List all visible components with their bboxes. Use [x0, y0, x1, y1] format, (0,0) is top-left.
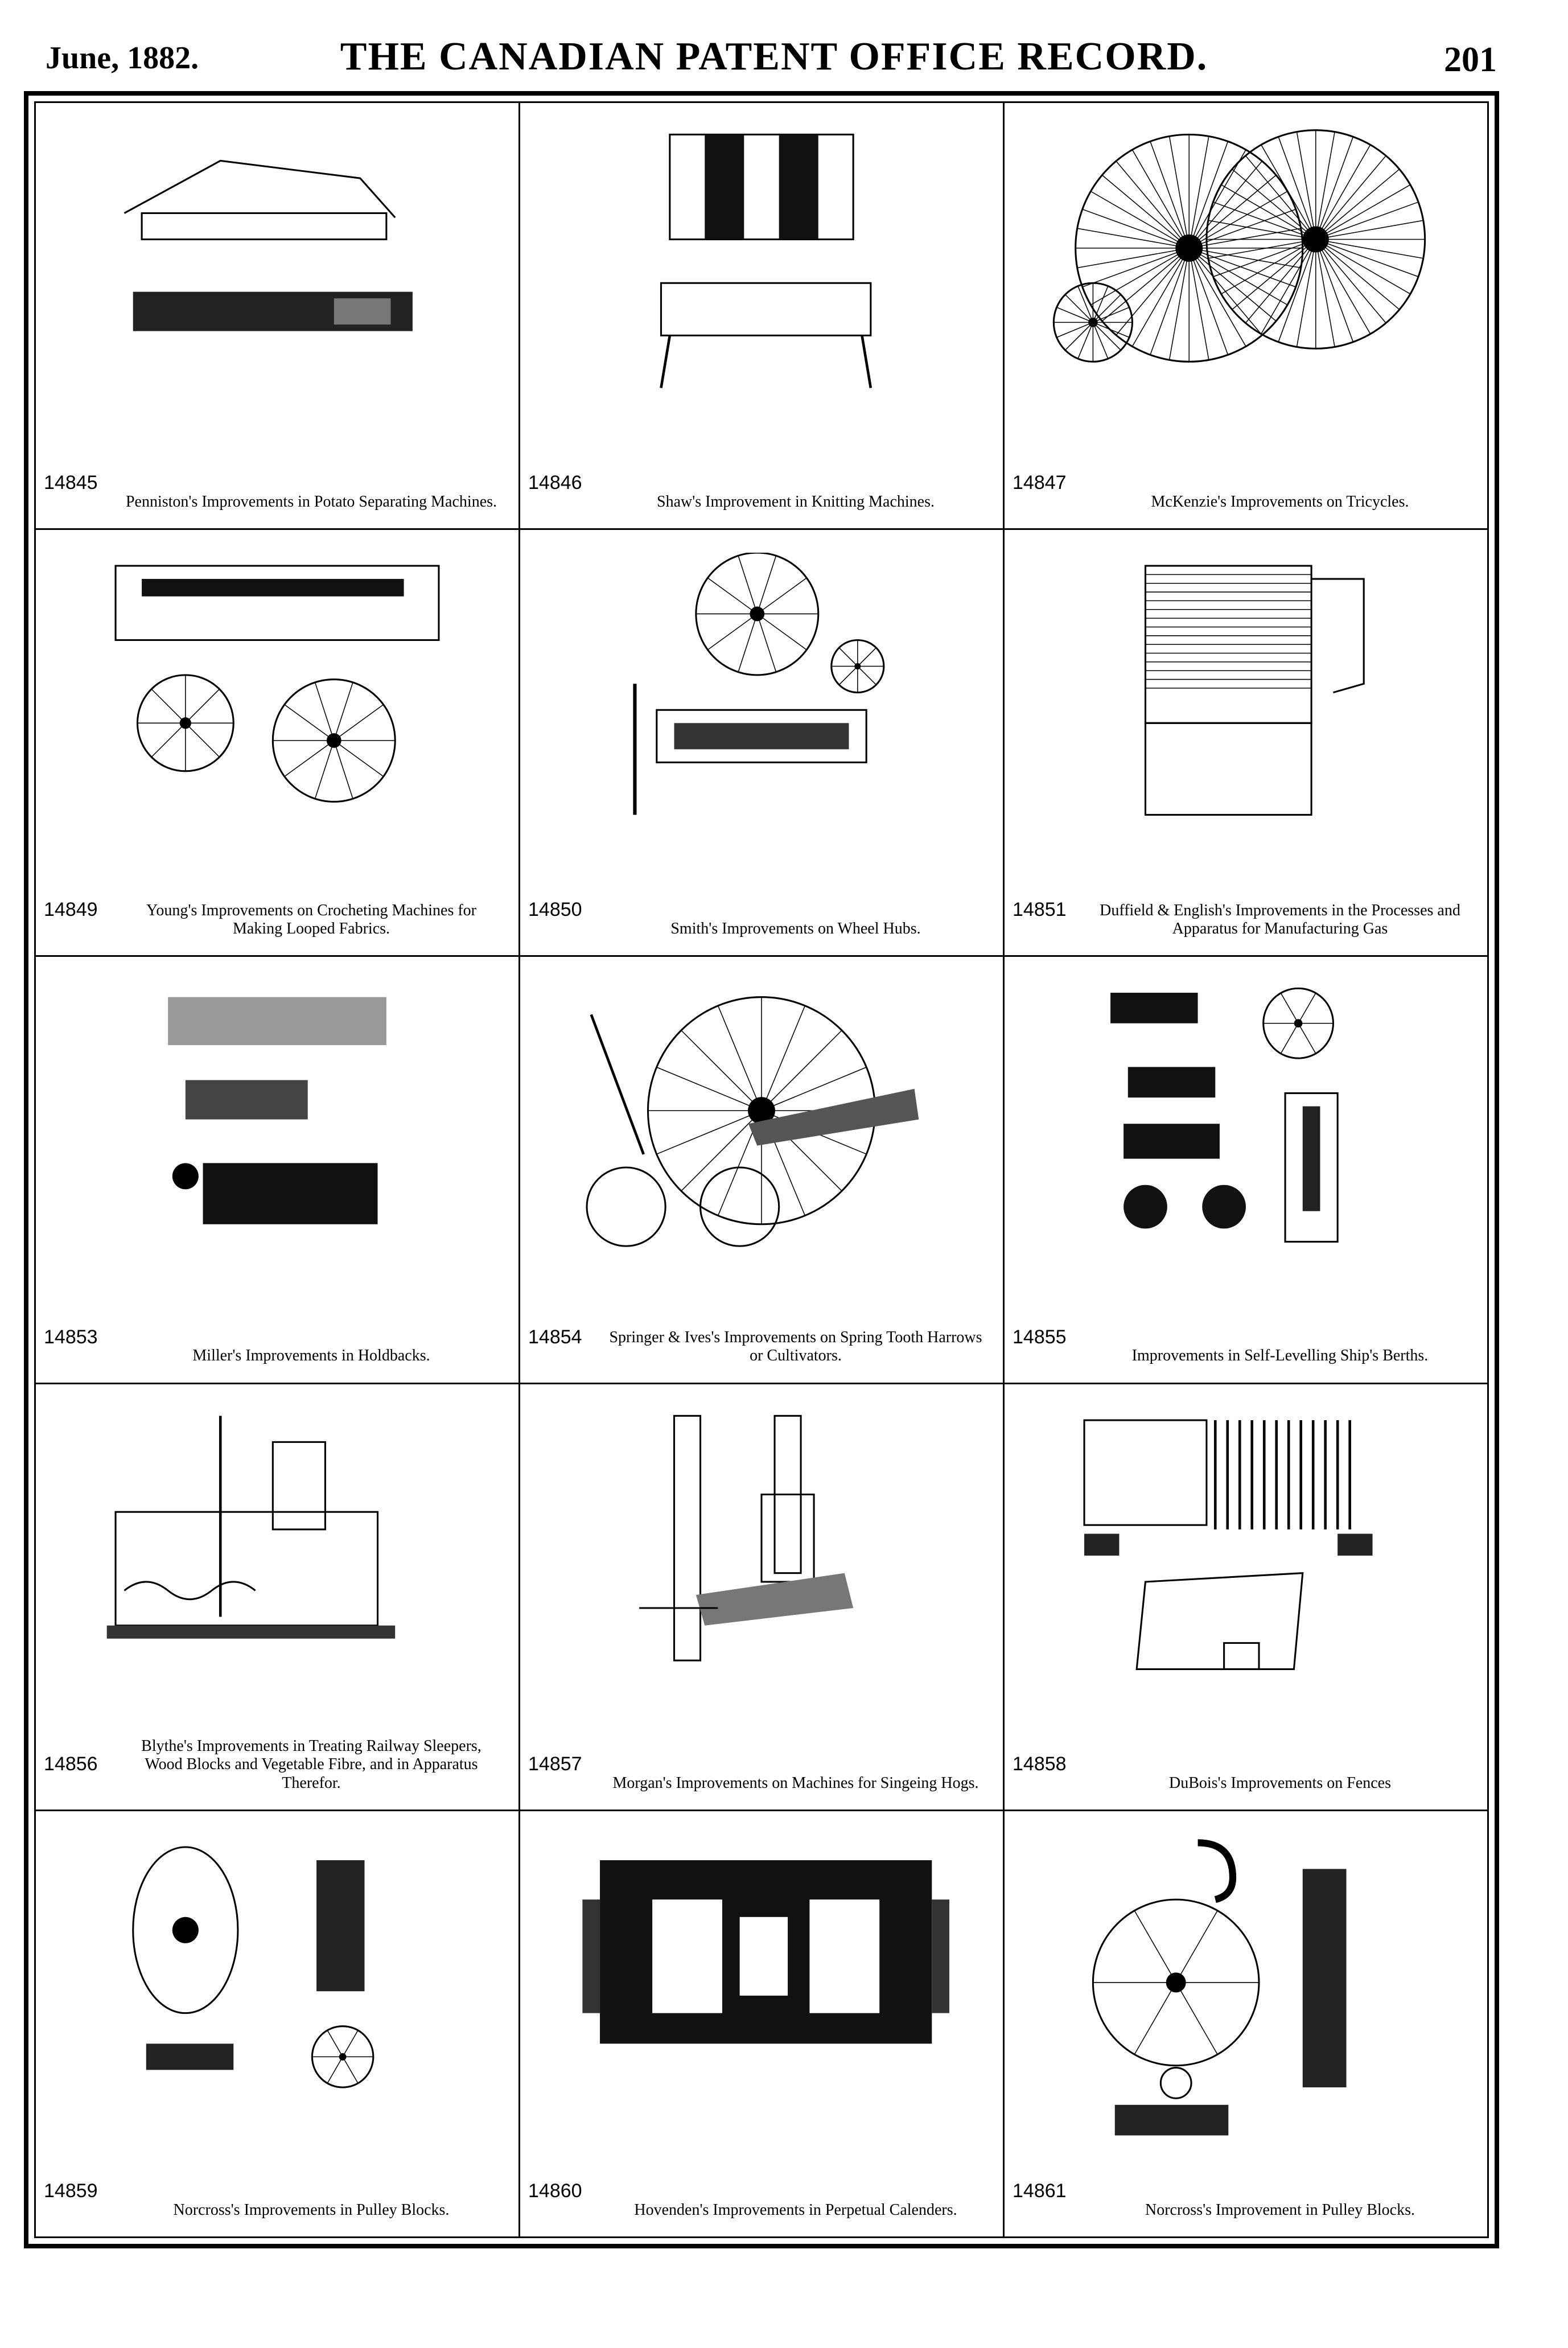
patent-caption: Young's Improvements on Crocheting Machi… [146, 902, 476, 938]
parts-drawing [1033, 980, 1459, 1285]
blocks-drawing [64, 980, 490, 1285]
patent-cell: 14851 Duffield & English's Improvements i… [1005, 530, 1489, 957]
patent-caption: DuBois's Improvements on Fences [1168, 1774, 1391, 1792]
patent-caption: Penniston's Improvements in Potato Separ… [125, 493, 497, 511]
wheel-drawing [549, 980, 974, 1285]
hook-drawing [1033, 1834, 1459, 2140]
patent-number: 14847 [1013, 472, 1067, 494]
patent-caption: Blythe's Improvements in Treating Railwa… [141, 1737, 481, 1792]
patent-cell: 14854 Springer & Ives's Improvements on S… [520, 957, 1005, 1384]
patent-caption: Shaw's Improvement in Knitting Machines. [657, 493, 935, 511]
patent-caption: Norcross's Improvements in Pulley Blocks… [173, 2201, 450, 2219]
patent-caption: Smith's Improvements on Wheel Hubs. [670, 920, 921, 938]
hub-illustration [633, 553, 885, 815]
patent-cell: 14849 Young's Improvements on Crocheting … [36, 530, 520, 957]
patent-number: 14859 [44, 2180, 98, 2202]
tank-illustration [106, 1415, 396, 1639]
posts-illustration [639, 1414, 854, 1662]
tower-illustration [1144, 565, 1365, 816]
frame-drawing [549, 126, 974, 431]
patent-number: 14860 [528, 2180, 582, 2202]
posts-drawing [549, 1407, 974, 1713]
hook-illustration [1092, 1839, 1347, 2136]
patent-number: 14851 [1013, 899, 1067, 921]
patent-number: 14850 [528, 899, 582, 921]
tricycle-illustration [1052, 129, 1426, 363]
patent-number: 14857 [528, 1753, 582, 1775]
patent-number: 14855 [1013, 1326, 1067, 1348]
page-number: 201 [1444, 40, 1497, 79]
pulley-drawing [64, 1834, 490, 2140]
patent-caption: Springer & Ives's Improvements on Spring… [609, 1329, 982, 1365]
fence-illustration [1083, 1419, 1373, 1670]
patent-number: 14856 [44, 1753, 98, 1775]
patent-caption: Miller's Improvements in Holdbacks. [192, 1347, 430, 1365]
wheel-illustration [586, 996, 919, 1248]
patent-caption: Duffield & English's Improvements in the… [1100, 902, 1460, 938]
patent-number: 14845 [44, 472, 98, 494]
patent-caption: Morgan's Improvements on Machines for Si… [612, 1774, 979, 1792]
issue-date: June, 1882. [46, 40, 199, 76]
gears-drawing [64, 553, 490, 858]
frame-illustration [660, 133, 873, 388]
pulley-illustration [132, 1846, 374, 2088]
fence-drawing [1033, 1407, 1459, 1713]
gears-illustration [114, 565, 440, 803]
patent-cell: 14856 Blythe's Improvements in Treating R… [36, 1384, 520, 1811]
patent-number: 14853 [44, 1326, 98, 1348]
calendar-drawing [549, 1834, 974, 2140]
machine-drawing [64, 126, 490, 431]
patent-caption: Hovenden's Improvements in Perpetual Cal… [634, 2201, 957, 2219]
patent-number: 14846 [528, 472, 582, 494]
patent-number: 14858 [1013, 1753, 1067, 1775]
publication-title: THE CANADIAN PATENT OFFICE RECORD. [340, 35, 1208, 79]
tower-drawing [1033, 553, 1459, 858]
patent-number: 14861 [1013, 2180, 1067, 2202]
patent-caption: McKenzie's Improvements on Tricycles. [1151, 493, 1409, 511]
tank-drawing [64, 1407, 490, 1713]
hub-drawing [549, 553, 974, 858]
parts-illustration [1110, 988, 1339, 1243]
patent-caption: Improvements in Self-Levelling Ship's Be… [1131, 1347, 1429, 1365]
machine-illustration [124, 159, 413, 331]
blocks-illustration [168, 997, 386, 1225]
calendar-illustration [582, 1860, 949, 2044]
tricycle-drawing [1033, 126, 1459, 431]
patent-number: 14849 [44, 899, 98, 921]
patent-number: 14854 [528, 1326, 582, 1348]
page-header: June, 1882. THE CANADIAN PATENT OFFICE R… [34, 28, 1514, 91]
patent-caption: Norcross's Improvement in Pulley Blocks. [1145, 2201, 1415, 2219]
